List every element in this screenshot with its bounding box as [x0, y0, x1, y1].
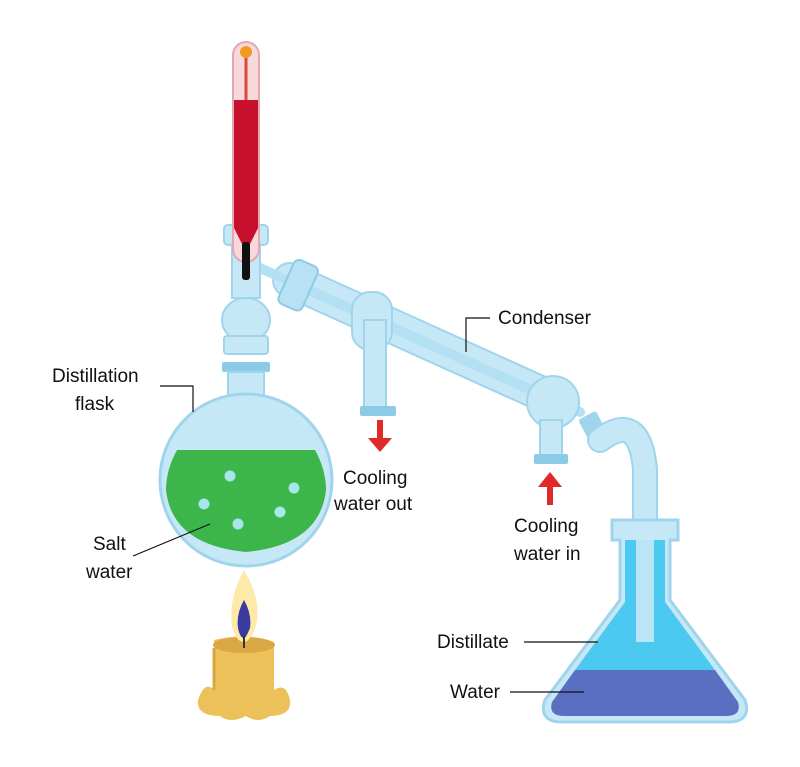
- cooling-water-in-label-line2: water in: [513, 544, 581, 565]
- distillation-flask-label-line2: flask: [75, 394, 115, 415]
- cooling-water-out-label-line2: water out: [333, 494, 413, 515]
- salt-water-label: Salt: [93, 534, 126, 555]
- condenser: [255, 258, 605, 464]
- leader-lines: [132, 317, 598, 693]
- cooling-water-in-label: Cooling: [514, 516, 578, 537]
- candle-icon: [197, 636, 291, 720]
- delivery-tube: [587, 417, 658, 653]
- distillation-flask-label: Distillation: [52, 366, 139, 387]
- distillation-flask: [158, 224, 334, 568]
- condenser-label: Condenser: [498, 308, 592, 329]
- arrow-up-icon: [538, 472, 562, 505]
- cooling-water-out-label: Cooling: [343, 468, 407, 489]
- arrow-down-icon: [368, 420, 392, 452]
- water-label: Water: [450, 682, 501, 703]
- salt-water-label-line2: water: [85, 562, 133, 583]
- salt-water-liquid: [166, 450, 326, 552]
- flame-icon: [231, 570, 258, 648]
- thermometer-icon: [232, 41, 260, 280]
- receiving-flask: [541, 518, 749, 724]
- distillate-label: Distillate: [437, 632, 509, 653]
